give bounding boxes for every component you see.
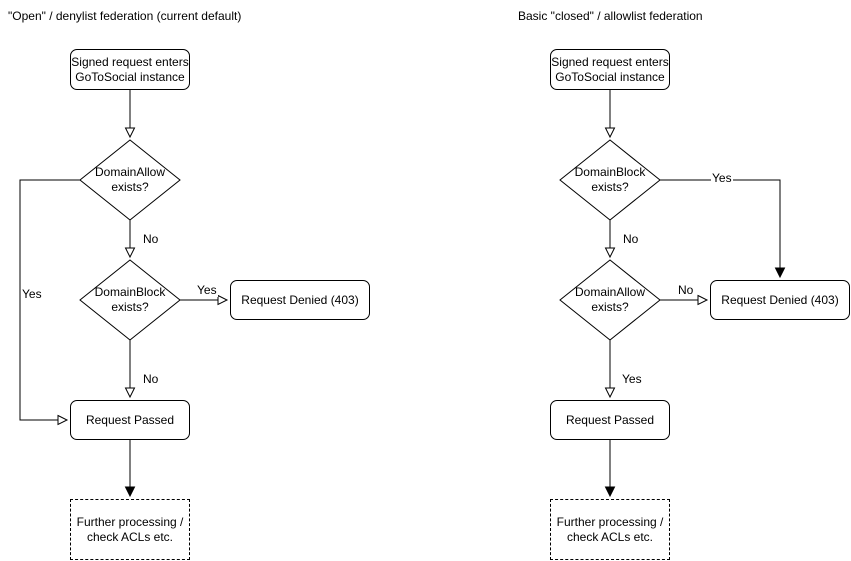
edge-label-right-decision2-yes: Yes — [621, 372, 643, 386]
edge-label-left-decision1-no: No — [142, 232, 160, 246]
edge-label-left-decision1-yes: Yes — [21, 287, 43, 301]
node-right-further-processing: Further processing / check ACLs etc. — [550, 499, 670, 560]
decision-diamond-left-domainallow — [79, 139, 181, 221]
node-right-request-passed-label: Request Passed — [565, 412, 655, 427]
node-left-further-line1: Further processing / — [76, 514, 184, 529]
decision-diamond-right-domainblock — [559, 139, 661, 221]
node-left-further-line2: check ACLs etc. — [86, 529, 174, 544]
node-right-request-denied: Request Denied (403) — [710, 280, 850, 320]
node-left-request-denied-label: Request Denied (403) — [241, 292, 359, 307]
edge-label-right-decision2-no: No — [677, 283, 695, 297]
node-right-start: Signed request enters GoToSocial instanc… — [550, 49, 670, 90]
node-left-start-line2: GoToSocial instance — [75, 69, 185, 84]
diagram-title-closed-allowlist: Basic "closed" / allowlist federation — [518, 9, 703, 23]
node-right-start-line2: GoToSocial instance — [555, 69, 665, 84]
node-left-request-passed: Request Passed — [70, 400, 190, 440]
edge-label-right-decision1-yes: Yes — [711, 171, 733, 185]
decision-diamond-left-domainblock — [79, 259, 181, 341]
diagram-title-open-denylist: "Open" / denylist federation (current de… — [8, 9, 242, 23]
node-right-further-line1: Further processing / — [556, 514, 664, 529]
edge-label-left-decision2-no: No — [142, 372, 160, 386]
node-right-further-line2: check ACLs etc. — [566, 529, 654, 544]
edge-label-left-decision2-yes: Yes — [196, 283, 218, 297]
decision-diamond-right-domainallow — [559, 259, 661, 341]
node-left-request-passed-label: Request Passed — [85, 412, 175, 427]
node-right-request-denied-label: Request Denied (403) — [721, 292, 839, 307]
node-right-request-passed: Request Passed — [550, 400, 670, 440]
node-left-start: Signed request enters GoToSocial instanc… — [70, 49, 190, 90]
node-left-further-processing: Further processing / check ACLs etc. — [70, 499, 190, 560]
edge-right-decision1-yes-to-denied — [660, 179, 786, 279]
node-left-request-denied: Request Denied (403) — [230, 280, 370, 320]
node-left-start-line1: Signed request enters — [71, 54, 189, 69]
edge-label-right-decision1-no: No — [622, 232, 640, 246]
edge-left-decision1-yes-to-passed — [19, 179, 80, 426]
node-right-start-line1: Signed request enters — [551, 54, 669, 69]
